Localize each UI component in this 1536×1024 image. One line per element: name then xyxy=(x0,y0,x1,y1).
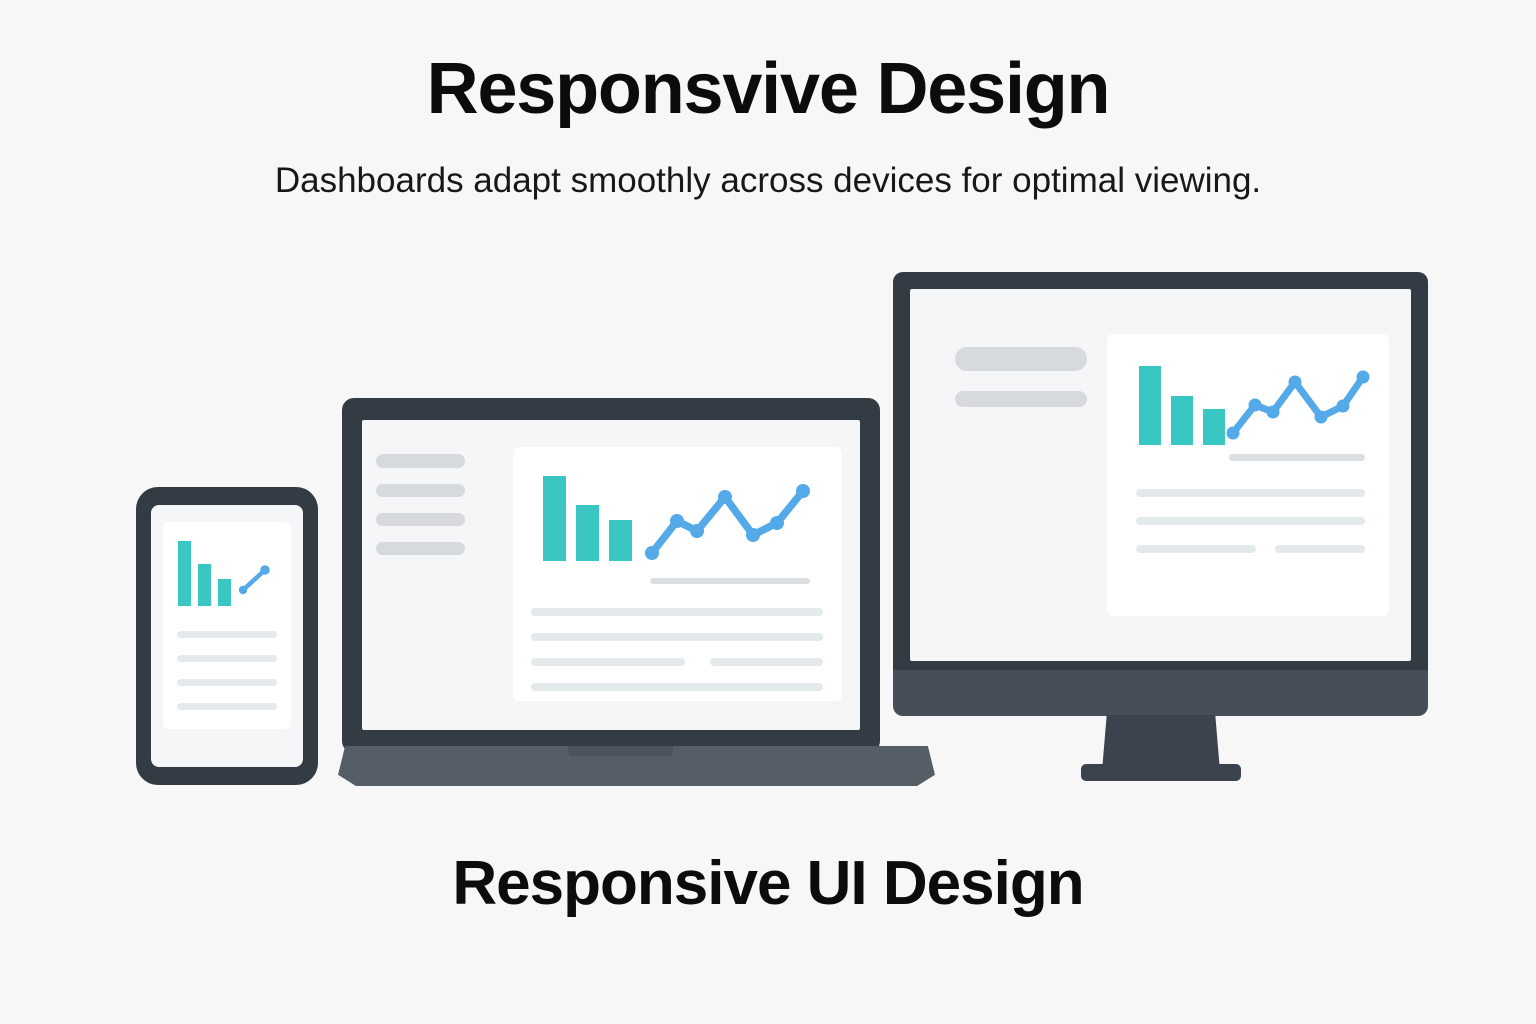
monitor-line-point-7 xyxy=(1356,370,1370,384)
laptop-bar-2 xyxy=(576,505,599,561)
phone-line-chart xyxy=(238,565,270,595)
laptop-line-point-4 xyxy=(718,490,732,504)
laptop-bar-3 xyxy=(609,520,632,561)
laptop-line-point-3 xyxy=(690,524,704,538)
monitor-chart-axis xyxy=(1229,454,1365,461)
laptop-line-chart xyxy=(645,484,810,560)
monitor-chin xyxy=(893,670,1428,716)
laptop-line-point-6 xyxy=(770,516,784,530)
laptop-text-row-4 xyxy=(531,683,823,691)
monitor-line-point-4 xyxy=(1288,375,1302,389)
laptop xyxy=(338,398,935,788)
phone-line-point-1 xyxy=(238,585,248,595)
laptop-screen xyxy=(362,420,860,730)
monitor-stand-neck xyxy=(1102,715,1220,771)
phone-bar-chart xyxy=(178,541,231,606)
phone-text-row-1 xyxy=(177,631,277,638)
monitor-text-row-2 xyxy=(1136,517,1365,525)
page-caption: Responsive UI Design xyxy=(452,849,1084,918)
laptop-nav-item-1[interactable] xyxy=(376,454,465,468)
laptop-dashboard-card xyxy=(513,447,842,701)
monitor-bar-3 xyxy=(1203,409,1225,445)
monitor-screen xyxy=(910,289,1411,661)
monitor-line-point-2 xyxy=(1248,398,1262,412)
laptop-line-point-1 xyxy=(645,546,659,560)
laptop-nav-item-3[interactable] xyxy=(376,513,465,526)
page-subtitle: Dashboards adapt smoothly across devices… xyxy=(274,161,1262,200)
smartphone xyxy=(136,487,318,785)
phone-bar-1 xyxy=(178,541,191,606)
phone-text-row-3 xyxy=(177,679,277,686)
monitor-line-point-6 xyxy=(1336,399,1350,413)
laptop-chart-axis xyxy=(650,578,810,584)
monitor-text-row-3a xyxy=(1136,545,1256,553)
laptop-line-point-5 xyxy=(746,528,760,542)
monitor-bar-2 xyxy=(1171,396,1193,445)
monitor-line-point-1 xyxy=(1226,426,1240,440)
monitor-dashboard-card xyxy=(1107,334,1389,616)
phone-bar-2 xyxy=(198,564,211,606)
page-title: Responsvive Design xyxy=(426,49,1111,129)
monitor-nav-item-1[interactable] xyxy=(955,347,1087,371)
laptop-nav-item-4[interactable] xyxy=(376,542,465,555)
desktop-monitor xyxy=(893,272,1428,802)
monitor-text-row-1 xyxy=(1136,489,1365,497)
laptop-trackpad-notch xyxy=(568,746,673,756)
monitor-bar-chart xyxy=(1139,366,1225,445)
phone-dashboard-card xyxy=(163,522,291,729)
laptop-bar-chart xyxy=(543,476,635,561)
monitor-text-row-3b xyxy=(1275,545,1365,553)
laptop-text-row-2 xyxy=(531,633,823,641)
monitor-line-point-3 xyxy=(1266,405,1280,419)
laptop-line-point-2 xyxy=(670,514,684,528)
laptop-bar-1 xyxy=(543,476,566,561)
laptop-text-row-3b xyxy=(710,658,823,666)
phone-screen xyxy=(151,505,303,767)
monitor-line-chart xyxy=(1226,370,1370,440)
monitor-bar-1 xyxy=(1139,366,1161,445)
phone-text-row-2 xyxy=(177,655,277,662)
laptop-nav-item-2[interactable] xyxy=(376,484,465,497)
laptop-text-row-3a xyxy=(531,658,685,666)
phone-text-row-4 xyxy=(177,703,277,710)
phone-bar-3 xyxy=(218,579,231,606)
phone-line-point-2 xyxy=(260,565,270,575)
laptop-line-point-7 xyxy=(796,484,810,498)
monitor-nav-item-2[interactable] xyxy=(955,391,1087,407)
laptop-text-row-1 xyxy=(531,608,823,616)
monitor-stand-base xyxy=(1081,764,1241,781)
monitor-line-point-5 xyxy=(1314,410,1328,424)
